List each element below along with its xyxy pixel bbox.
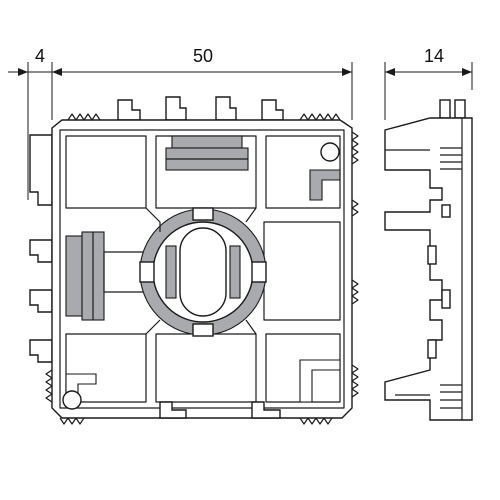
arrow-4-left [18,68,28,76]
side-view [384,99,473,421]
cell-top-right [265,135,341,209]
side-details [385,118,463,420]
front-view [29,96,359,425]
right-contact [229,245,241,299]
clip-top-center [165,135,249,171]
bottom-tabs [159,401,281,419]
dimension-lines: 4 50 14 [8,46,473,200]
left-contact [165,245,177,299]
left-tabs [29,134,53,363]
mounting-hole-top-right [320,142,340,162]
dimension-label-50: 50 [193,46,213,66]
corner-struts [145,207,257,335]
side-pin-1 [439,99,451,119]
side-body-outline [384,117,473,421]
arrow-14-right [462,68,472,76]
cell-bottom-right [265,333,341,403]
mounting-hole-bottom-left [62,390,82,410]
clip-left [65,231,145,321]
arrow-14-left [385,68,395,76]
top-tabs [117,96,284,121]
rib-edges [45,113,359,425]
dimension-label-4: 4 [35,46,45,66]
side-slots [427,204,451,359]
l-brackets [65,169,341,403]
center-oval [179,227,227,317]
inner-frame [59,129,345,409]
dimension-label-14: 14 [424,46,444,66]
central-ring [139,207,267,337]
arrow-50-right [342,68,352,76]
side-pin-2 [454,99,466,119]
